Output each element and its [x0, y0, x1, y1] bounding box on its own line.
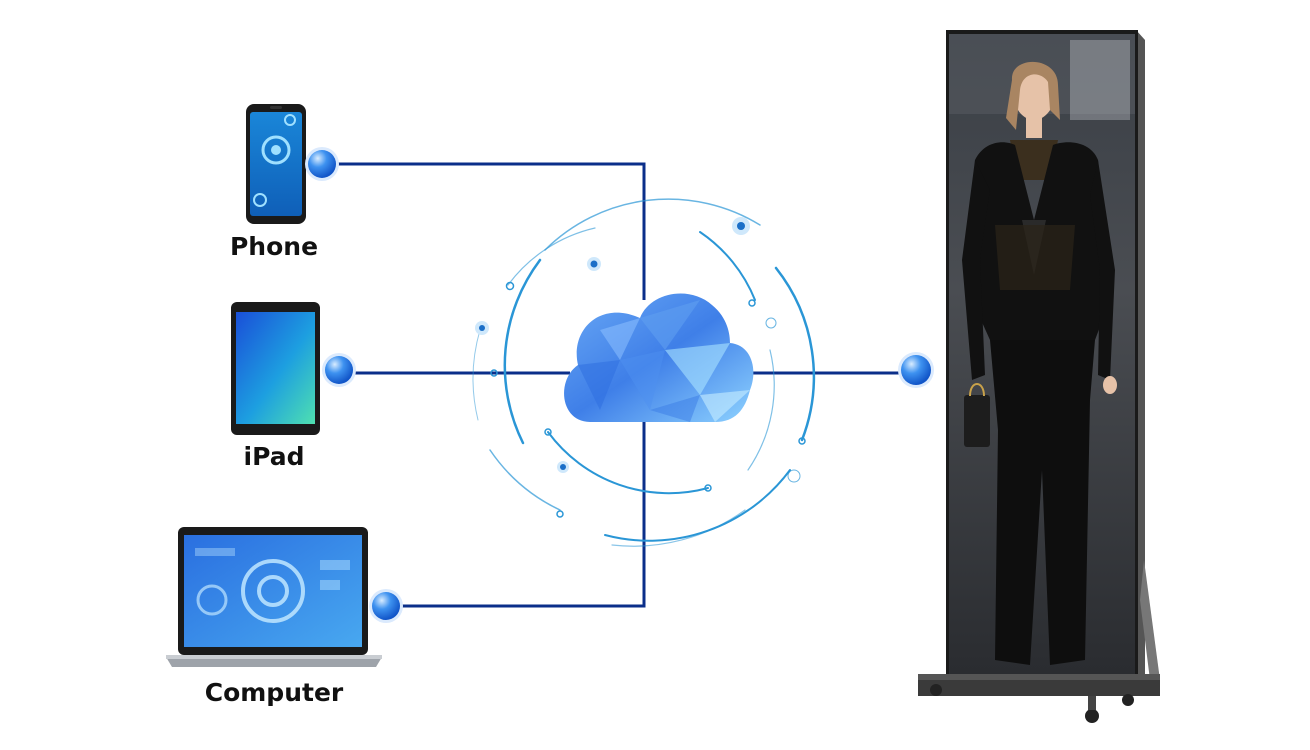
- device-label-ipad: iPad: [243, 442, 305, 471]
- device-label-computer: Computer: [204, 678, 344, 707]
- line-phone: [322, 162, 646, 300]
- connection-nodes: [305, 147, 934, 623]
- tablet-icon: [231, 302, 320, 435]
- led-poster-display-icon: [918, 30, 1160, 723]
- device-label-phone: Phone: [229, 232, 319, 261]
- line-computer: [386, 420, 646, 608]
- laptop-icon: [166, 527, 382, 667]
- cloud-icon: [564, 293, 754, 422]
- orbit-rings: [472, 198, 816, 547]
- phone-icon: [246, 104, 306, 224]
- model-figure: [962, 61, 1117, 665]
